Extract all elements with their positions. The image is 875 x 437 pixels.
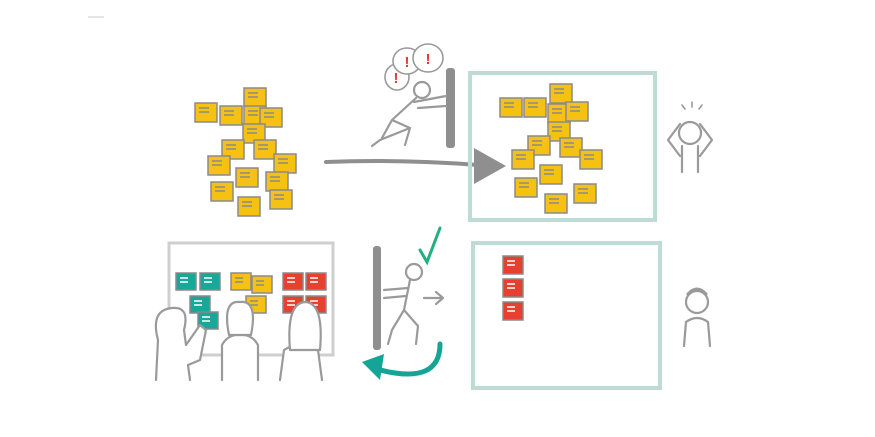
team-members [154, 300, 324, 382]
check-icon [418, 226, 442, 266]
sticky-note [253, 139, 277, 160]
sticky-note [194, 102, 218, 123]
speech-bubbles: ! ! ! [384, 43, 444, 91]
sticky-note [259, 107, 283, 128]
cycle-arrow [362, 341, 443, 380]
stressed-person [666, 101, 714, 174]
sticky-note [265, 171, 289, 192]
sticky-note [235, 167, 259, 188]
sticky-note [251, 275, 273, 294]
sticky-note [514, 177, 538, 198]
sticky-note [230, 272, 252, 291]
sticky-note [502, 278, 524, 298]
wip-board-frame [471, 241, 662, 390]
overloaded-board-stickies [499, 83, 603, 214]
sticky-note [189, 295, 211, 314]
sticky-note [197, 311, 219, 330]
sticky-note [221, 139, 245, 160]
unsorted-sticky-pile [194, 87, 297, 217]
sticky-note [273, 153, 297, 174]
sticky-note [523, 97, 547, 118]
sticky-note [579, 149, 603, 170]
sticky-note [282, 272, 304, 291]
sticky-note [559, 137, 583, 158]
sticky-note [539, 164, 563, 185]
sticky-note [219, 105, 243, 126]
sticky-note [573, 183, 597, 204]
sticky-note [502, 255, 524, 275]
wall-post-top [446, 68, 455, 148]
exclamation-2: ! [405, 54, 410, 71]
sticky-note [175, 272, 197, 291]
sticky-note [544, 193, 568, 214]
sticky-note [499, 97, 523, 118]
sticky-note [243, 87, 267, 108]
sticky-note [269, 189, 293, 210]
calm-person [682, 287, 712, 348]
exclamation-3: ! [426, 51, 431, 68]
todo-board-frame [468, 71, 657, 222]
sticky-note [549, 83, 573, 104]
wip-board-stickies [502, 255, 524, 321]
sticky-note [207, 155, 231, 176]
sticky-note [199, 272, 221, 291]
sticky-note [502, 301, 524, 321]
sticky-note [565, 101, 589, 122]
sticky-note [511, 149, 535, 170]
exclamation-1: ! [394, 70, 399, 87]
push-arrow [324, 148, 506, 184]
sticky-note [547, 121, 571, 142]
wall-post-bottom [373, 246, 381, 350]
sticky-note [305, 272, 327, 291]
sticky-note [237, 196, 261, 217]
sticky-note [210, 181, 234, 202]
pulling-person [382, 262, 445, 346]
pushing-person [370, 80, 448, 148]
